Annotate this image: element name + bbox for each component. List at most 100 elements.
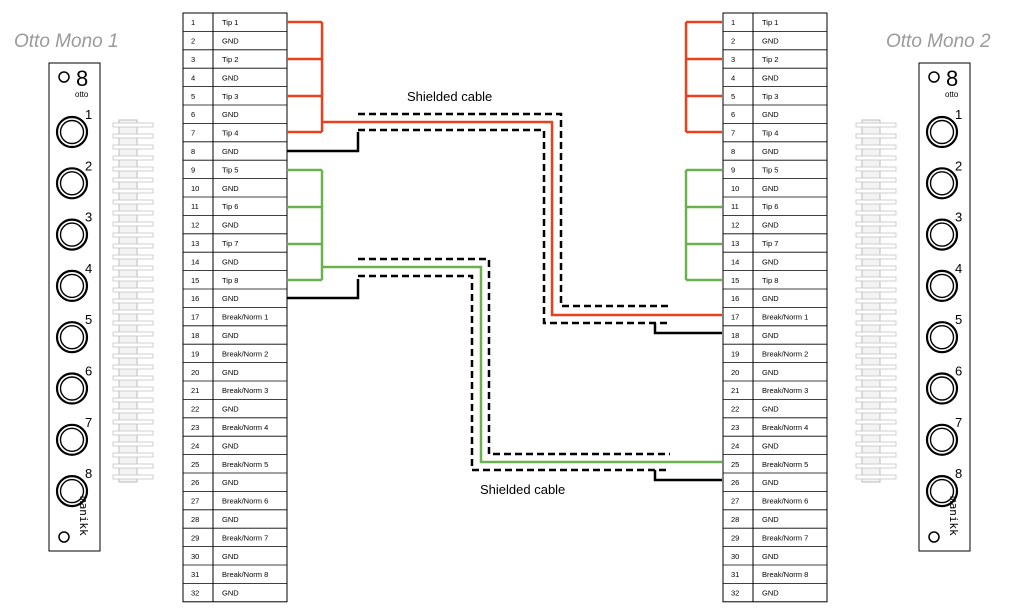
pin-number: 8 xyxy=(191,147,195,156)
pin-label: Break/Norm 7 xyxy=(222,533,268,542)
strip-pin xyxy=(112,243,154,249)
pin-number: 16 xyxy=(731,294,739,303)
pin-number: 14 xyxy=(731,257,739,266)
strip-pin xyxy=(112,298,154,304)
strip-pin xyxy=(855,463,897,469)
strip-pin xyxy=(112,364,154,370)
pin-number: 5 xyxy=(191,92,195,101)
logo-digit: 8 xyxy=(946,66,958,91)
strip-pin xyxy=(855,353,897,359)
pin-label: Tip 8 xyxy=(222,276,238,285)
pin-label: GND xyxy=(762,37,779,46)
pin-label: GND xyxy=(762,331,779,340)
pin-label: GND xyxy=(222,221,239,230)
strip-pin xyxy=(855,331,897,337)
pin-number: 30 xyxy=(731,552,739,561)
pin-number: 6 xyxy=(191,110,195,119)
green-bus-right xyxy=(684,168,722,282)
strip-pin xyxy=(855,364,897,370)
strip-pin xyxy=(112,232,154,238)
pin-label: Break/Norm 7 xyxy=(762,533,808,542)
strip-pin xyxy=(855,408,897,414)
cable-shield-red xyxy=(358,112,670,325)
pin-number: 22 xyxy=(731,405,739,414)
table-row: 8 GND xyxy=(183,141,287,156)
strip-pin xyxy=(855,199,897,205)
strip-pin xyxy=(112,177,154,183)
green-bus-left xyxy=(287,168,722,464)
pin-number: 7 xyxy=(191,129,195,138)
pin-number: 11 xyxy=(731,202,739,211)
table-row: 31 Break/Norm 8 xyxy=(723,564,827,579)
strip-pin xyxy=(855,155,897,161)
pin-label: GND xyxy=(222,110,239,119)
pin-label: GND xyxy=(222,331,239,340)
pin-number: 8 xyxy=(731,147,735,156)
strip-pin xyxy=(855,386,897,392)
strip-pin xyxy=(855,221,897,227)
pin-header-side-view-1 xyxy=(112,119,154,483)
jack-icon xyxy=(925,167,959,200)
strip-pin xyxy=(855,243,897,249)
pin-number: 27 xyxy=(731,497,739,506)
pin-number: 13 xyxy=(191,239,199,248)
jack-number: 7 xyxy=(85,415,92,430)
jack-icon xyxy=(925,475,959,508)
strip-pin xyxy=(855,232,897,238)
pin-number: 9 xyxy=(731,165,735,174)
pin-label: GND xyxy=(222,478,239,487)
pin-label: GND xyxy=(762,110,779,119)
pin-number: 32 xyxy=(731,589,739,598)
module-title-2: Otto Mono 2 xyxy=(886,31,991,52)
pin-number: 20 xyxy=(731,368,739,377)
strip-pin xyxy=(112,463,154,469)
pin-number: 13 xyxy=(731,239,739,248)
pin-label: GND xyxy=(762,405,779,414)
panel-outline xyxy=(918,62,971,552)
pin-number: 24 xyxy=(191,441,199,450)
table-row: 6 GND xyxy=(183,104,287,119)
pin-label: GND xyxy=(762,221,779,230)
pin-number: 7 xyxy=(731,129,735,138)
strip-pin xyxy=(112,353,154,359)
pin-label: GND xyxy=(762,257,779,266)
pin-label: Break/Norm 8 xyxy=(762,570,808,579)
pin-label: GND xyxy=(762,589,779,598)
strip-pin xyxy=(855,397,897,403)
pin-number: 29 xyxy=(731,533,739,542)
panel-outline xyxy=(48,62,101,552)
pin-number: 26 xyxy=(731,478,739,487)
jack-number: 5 xyxy=(955,312,962,327)
pin-number: 20 xyxy=(191,368,199,377)
pin-label: GND xyxy=(222,147,239,156)
logo-digit: 8 xyxy=(76,66,88,91)
jack-icon xyxy=(925,269,959,302)
jack-icon xyxy=(55,115,89,149)
strip-pin xyxy=(112,276,154,282)
pin-number: 31 xyxy=(731,570,739,579)
jack-number: 3 xyxy=(85,210,92,225)
brand-label: manikk xyxy=(947,496,960,536)
strip-pin xyxy=(855,441,897,447)
strip-pin xyxy=(112,419,154,425)
